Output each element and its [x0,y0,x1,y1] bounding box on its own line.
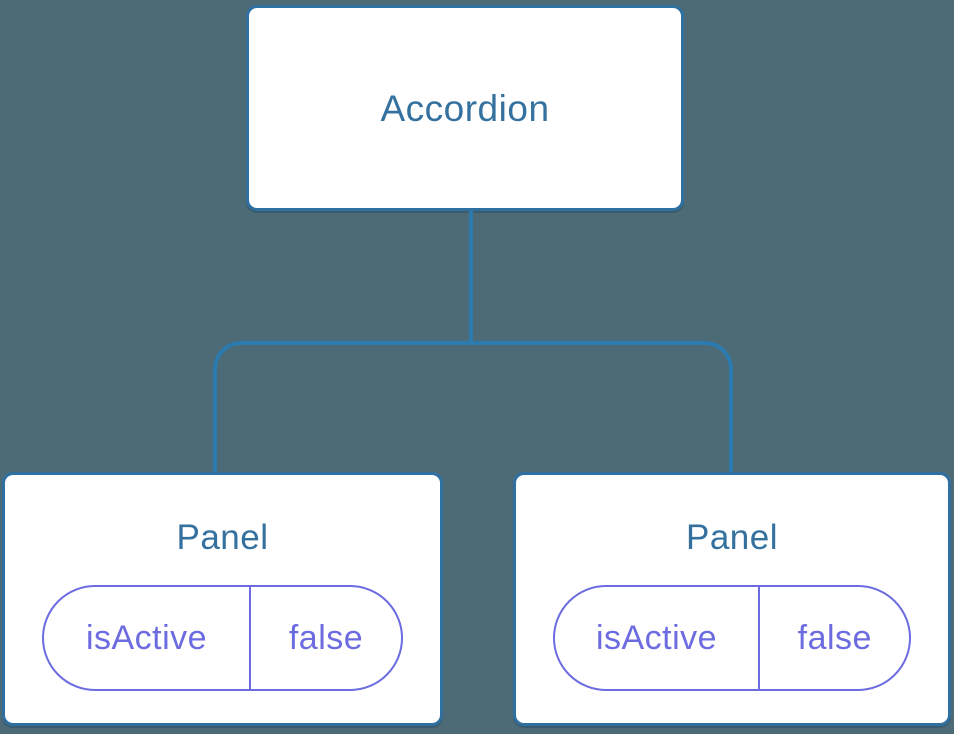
prop-name: isActive [555,587,761,689]
panel-node-label: Panel [176,518,269,557]
component-node-panel-left: Panel isActive false [2,472,443,726]
prop-name: isActive [44,587,252,689]
prop-value: false [288,618,364,657]
state-prop-pill: isActive false [552,585,912,691]
panel-node-label: Panel [685,518,779,557]
connector-root-to-branch [469,211,473,343]
connector-branch [213,341,733,472]
component-node-panel-right: Panel isActive false [513,472,951,726]
component-node-accordion: Accordion [246,5,684,211]
accordion-node-label: Accordion [380,87,550,129]
prop-value: false [797,618,872,657]
state-prop-pill: isActive false [41,585,404,691]
